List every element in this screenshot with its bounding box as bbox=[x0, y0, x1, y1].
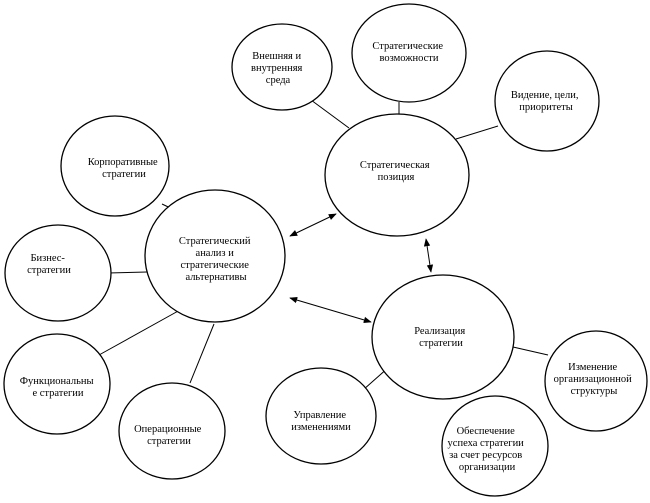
node-strategic-position: Стратегическая позиция bbox=[324, 113, 470, 237]
node-vision-goals-priorities-shape bbox=[494, 50, 600, 152]
node-external-internal-env-shape bbox=[231, 23, 333, 111]
node-change-management: Управление изменениями bbox=[265, 367, 377, 465]
node-functional-strategies-label: Функциональны е стратегии bbox=[20, 376, 96, 399]
node-resource-support-line: успеха стратегии bbox=[448, 438, 525, 449]
connector-business bbox=[107, 271, 148, 274]
node-strategic-opportunities-label: Стратегические возможности bbox=[372, 41, 445, 64]
node-operational-strategies-line: Операционные bbox=[134, 424, 202, 435]
node-strategic-position-line: Стратегическая bbox=[360, 160, 430, 171]
node-strategic-analysis-shape bbox=[144, 189, 286, 323]
node-structure-change-line: структуры bbox=[571, 386, 618, 397]
node-strategic-analysis-label: Стратегический анализ и стратегические а… bbox=[179, 236, 253, 283]
node-change-management-line: Управление bbox=[293, 410, 346, 421]
nodes: Стратегический анализ и стратегические а… bbox=[3, 3, 648, 497]
node-business-strategies-line: стратегии bbox=[27, 265, 71, 276]
node-strategic-position-shape bbox=[324, 113, 470, 237]
arrows bbox=[289, 213, 434, 324]
node-strategy-implementation: Реализация стратегии bbox=[371, 274, 515, 400]
node-resource-support-shape bbox=[441, 395, 549, 497]
node-structure-change-shape bbox=[544, 330, 648, 432]
arrow-position-implementation bbox=[423, 238, 434, 273]
node-strategic-opportunities: Стратегические возможности bbox=[351, 3, 467, 103]
node-vision-goals-priorities-label: Видение, цели, приоритеты bbox=[511, 90, 581, 113]
node-structure-change: Изменение организационной структуры bbox=[544, 330, 648, 432]
node-external-internal-env-label: Внешняя и внутренняя среда bbox=[251, 51, 305, 86]
connectors bbox=[98, 99, 549, 396]
node-strategic-analysis-line: альтернативы bbox=[185, 272, 246, 283]
node-strategy-implementation-line: Реализация bbox=[414, 326, 465, 337]
node-corporate-strategies-line: стратегии bbox=[102, 169, 146, 180]
connector-vision-goals bbox=[455, 125, 499, 140]
node-business-strategies: Бизнес- стратегии bbox=[4, 224, 112, 322]
node-structure-change-line: Изменение bbox=[568, 362, 617, 373]
node-external-internal-env-line: внутренняя bbox=[251, 63, 303, 74]
node-resource-support-line: организации bbox=[459, 462, 516, 473]
node-structure-change-label: Изменение организационной структуры bbox=[554, 362, 635, 397]
node-operational-strategies-line: стратегии bbox=[147, 436, 191, 447]
node-strategy-implementation-shape bbox=[371, 274, 515, 400]
node-external-internal-env-line: Внешняя и bbox=[252, 51, 301, 62]
arrow-analysis-position bbox=[289, 213, 337, 237]
node-external-internal-env: Внешняя и внутренняя среда bbox=[231, 23, 333, 111]
node-strategy-implementation-line: стратегии bbox=[419, 338, 463, 349]
node-resource-support-label: Обеспечение успеха стратегии за счет рес… bbox=[448, 426, 527, 473]
node-structure-change-line: организационной bbox=[554, 374, 632, 385]
node-change-management-label: Управление изменениями bbox=[291, 410, 351, 433]
node-corporate-strategies: Корпоративные стратегии bbox=[60, 115, 170, 217]
node-operational-strategies-label: Операционные стратегии bbox=[134, 424, 204, 447]
node-vision-goals-priorities-line: приоритеты bbox=[519, 102, 573, 113]
node-functional-strategies-line: Функциональны bbox=[20, 376, 94, 387]
node-strategic-opportunities-shape bbox=[351, 3, 467, 103]
node-strategic-analysis-line: Стратегический bbox=[179, 236, 251, 247]
node-strategic-analysis: Стратегический анализ и стратегические а… bbox=[144, 189, 286, 323]
node-change-management-line: изменениями bbox=[291, 422, 351, 433]
node-strategic-opportunities-line: Стратегические bbox=[372, 41, 443, 52]
arrow-analysis-implementation bbox=[289, 296, 372, 324]
node-strategic-position-line: позиция bbox=[378, 172, 415, 183]
node-operational-strategies: Операционные стратегии bbox=[118, 382, 226, 480]
node-corporate-strategies-line: Корпоративные bbox=[88, 157, 158, 168]
node-business-strategies-shape bbox=[4, 224, 112, 322]
node-strategic-analysis-line: стратегические bbox=[180, 260, 249, 271]
node-business-strategies-label: Бизнес- стратегии bbox=[27, 253, 71, 276]
node-resource-support-line: за счет ресурсов bbox=[449, 450, 522, 461]
node-strategy-implementation-label: Реализация стратегии bbox=[414, 326, 468, 349]
node-strategic-opportunities-line: возможности bbox=[379, 53, 438, 64]
connector-external-env bbox=[310, 99, 350, 129]
node-functional-strategies-shape bbox=[3, 333, 111, 435]
node-resource-support: Обеспечение успеха стратегии за счет рес… bbox=[441, 395, 549, 497]
node-resource-support-line: Обеспечение bbox=[457, 426, 516, 437]
connector-structure bbox=[512, 346, 549, 356]
node-external-internal-env-line: среда bbox=[266, 75, 291, 86]
node-change-management-shape bbox=[265, 367, 377, 465]
node-corporate-strategies-shape bbox=[60, 115, 170, 217]
node-vision-goals-priorities: Видение, цели, приоритеты bbox=[494, 50, 600, 152]
node-business-strategies-line: Бизнес- bbox=[30, 253, 65, 264]
node-strategic-position-label: Стратегическая позиция bbox=[360, 160, 432, 183]
node-vision-goals-priorities-line: Видение, цели, bbox=[511, 90, 579, 101]
connector-operational bbox=[189, 323, 215, 384]
node-functional-strategies-line: е стратегии bbox=[32, 388, 83, 399]
node-operational-strategies-shape bbox=[118, 382, 226, 480]
node-functional-strategies: Функциональны е стратегии bbox=[3, 333, 111, 435]
connector-functional bbox=[98, 309, 181, 356]
node-corporate-strategies-label: Корпоративные стратегии bbox=[88, 157, 161, 180]
node-strategic-analysis-line: анализ и bbox=[196, 248, 235, 259]
